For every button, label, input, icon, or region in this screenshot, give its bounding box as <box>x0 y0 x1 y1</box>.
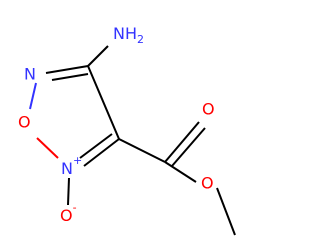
bond-c4-ccarbonyl <box>118 138 166 163</box>
molecule-canvas: NH2 N O N+ O- O O <box>18 24 236 236</box>
amino-label: NH2 <box>113 24 144 47</box>
bond-c3-nh2 <box>87 45 109 67</box>
bond-o1-n5 <box>36 137 59 159</box>
bond-n2-o1 <box>29 82 37 110</box>
bond-c-oester <box>164 161 197 183</box>
n-oxide-nitrogen-label: N+ <box>61 154 82 178</box>
n-oxide-oxygen-label: O- <box>60 201 77 225</box>
bond-oester-methyl <box>216 187 236 236</box>
ring-nitrogen-label: N <box>24 65 36 84</box>
bond-c3-n2-outer <box>45 65 89 74</box>
atom-labels: NH2 N O N+ O- O O <box>18 24 215 225</box>
bond-n5-c4-outer <box>83 138 120 167</box>
bond-n5-oxide <box>67 177 70 206</box>
bond-c4-c3 <box>87 65 120 140</box>
bond-c3-n2-inner <box>51 73 89 81</box>
ester-oxygen-label: O <box>201 174 214 193</box>
bond-carbonyl-inner <box>171 127 206 167</box>
bonds <box>29 45 236 236</box>
ring-oxygen-label: O <box>18 113 31 132</box>
carbonyl-oxygen-label: O <box>202 100 215 119</box>
bond-n5-c4-inner <box>79 133 113 159</box>
bond-carbonyl-outer <box>164 121 200 163</box>
molecule-structure: NH2 N O N+ O- O O <box>18 24 236 236</box>
